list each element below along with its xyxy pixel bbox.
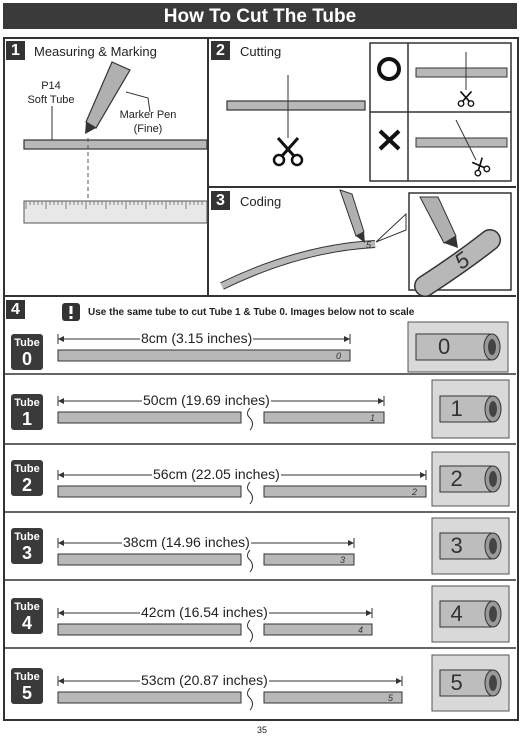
tube-badge-number: 2 [21,475,32,495]
section-1-number: 1 [6,41,25,60]
tube-badge-word: Tube [14,337,40,349]
notice-icon [62,303,80,321]
scissors-angled-icon [471,157,491,177]
tube-thumbnail-code: 3 [450,533,463,558]
tube-badge-word: Tube [14,463,40,475]
tube-length-label: 56cm (22.05 inches) [152,466,281,482]
tube-code-mark: 4 [358,625,364,635]
tube-length-label: 38cm (14.96 inches) [122,534,251,550]
tube-thumbnail-code: 1 [450,396,463,421]
tube-code-mark: 1 [370,413,376,423]
correct-circle-icon [377,57,401,81]
soft-tube-label: P14 Soft Tube [27,80,75,106]
tube-length-label: 42cm (16.54 inches) [140,604,269,620]
scissors-icon [272,137,304,167]
page-title: How To Cut The Tube [3,3,517,29]
tube-code-mark: 5 [388,693,394,703]
tube-badge-number: 5 [21,683,32,703]
tube-thumbnail-code: 5 [450,670,463,695]
section-3-title: Coding [240,194,282,209]
tube-badge-number: 1 [21,409,32,429]
tube-badge-word: Tube [14,531,40,543]
tube-badge-word: Tube [14,601,40,613]
tube-badge-word: Tube [14,397,40,409]
tube-code-mark: 3 [340,555,346,565]
section-4-number: 4 [6,300,25,319]
wrong-cross-icon [378,129,401,151]
tube-code-mark: 2 [412,487,418,497]
tube-badge-number: 4 [21,613,32,633]
notice-text: Use the same tube to cut Tube 1 & Tube 0… [88,307,415,318]
tube-badge-number: 3 [21,543,32,563]
section-2-number: 2 [211,41,230,60]
tube-thumbnail-code: 4 [450,601,463,626]
marker-pen-label: Marker Pen (Fine) [119,109,177,135]
tube-code-mark: 0 [336,351,342,361]
tube-length-label: 50cm (19.69 inches) [142,392,271,408]
scissors-small-icon [457,90,475,107]
pen-icon [339,189,365,243]
code-small: 5 [366,240,372,250]
tube-badge-word: Tube [14,671,40,683]
tube-thumbnail-code: 2 [450,466,463,491]
section-3-number: 3 [211,191,230,210]
pen-large-icon [419,196,458,248]
instructions-frame [3,37,519,721]
tube-length-label: 8cm (3.15 inches) [140,330,254,346]
section-2-title: Cutting [240,44,282,59]
tube-badge-number: 0 [21,349,32,369]
marker-pen-icon [85,61,131,134]
section-1-title: Measuring & Marking [34,44,157,59]
tube-length-label: 53cm (20.87 inches) [140,672,269,688]
ruler-icon [23,200,208,224]
page-number: 35 [256,725,267,735]
tube-thumbnail-code: 0 [438,334,451,359]
